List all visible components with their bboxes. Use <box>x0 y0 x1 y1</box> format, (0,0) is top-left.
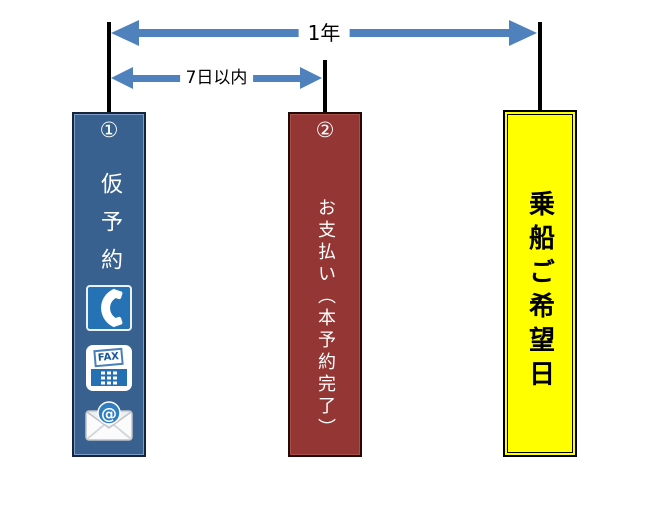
step-number: ① <box>99 118 119 142</box>
phone-icon <box>86 285 132 331</box>
fax-paper-label: FAX <box>93 347 124 368</box>
arrowhead-left-icon <box>111 67 133 89</box>
step-title: お支払い（本予約完了） <box>315 198 336 440</box>
arrowhead-right-icon <box>509 20 537 46</box>
step-number: ② <box>315 118 335 142</box>
boarding-desired-date: 乗船ご希望日 <box>503 110 577 457</box>
step-title: 仮予約 <box>97 172 122 286</box>
arrow-one-year-label: 1年 <box>298 21 350 45</box>
step-payment: ② お支払い（本予約完了） <box>288 112 362 457</box>
tick-line-payment <box>323 60 327 114</box>
arrow-one-year: 1年 <box>111 20 537 46</box>
arrowhead-left-icon <box>111 20 139 46</box>
step-provisional-reservation: ① 仮予約 FAX <box>72 112 146 457</box>
boarding-title: 乗船ご希望日 <box>524 190 555 394</box>
fax-keypad <box>101 371 117 384</box>
tick-line-boarding <box>538 22 542 112</box>
tick-line-reservation <box>107 22 111 114</box>
email-at-symbol: @ <box>101 404 117 423</box>
arrowhead-right-icon <box>300 67 322 89</box>
email-icon: @ <box>85 400 133 442</box>
arrow-within-seven-days: 7日以内 <box>111 67 322 89</box>
arrow-within-seven-days-label: 7日以内 <box>179 67 254 89</box>
fax-icon: FAX <box>86 345 132 391</box>
fax-machine-body <box>91 369 127 386</box>
